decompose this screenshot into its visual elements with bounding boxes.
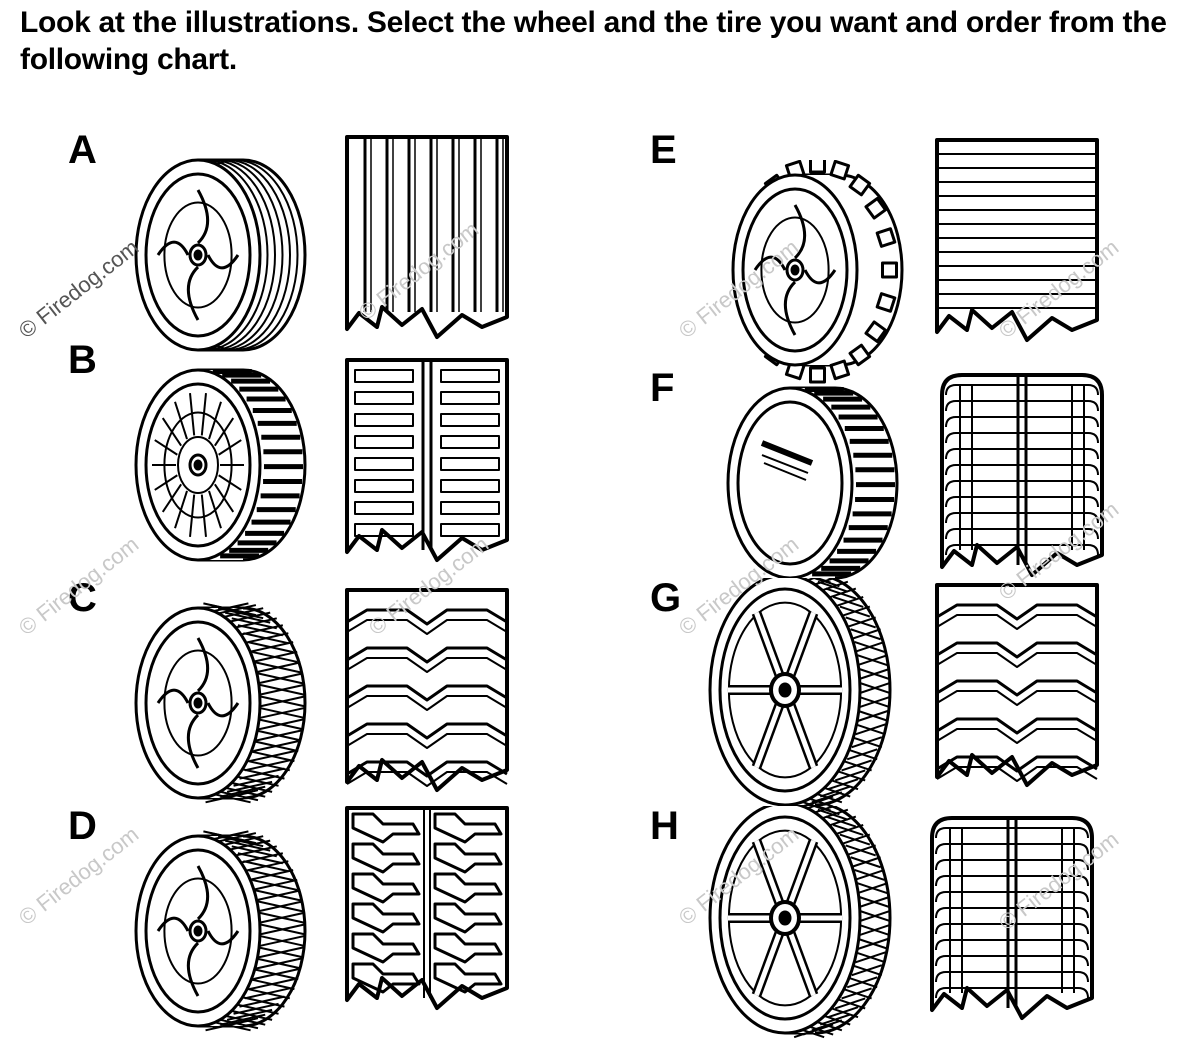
capped-lug-wheel-icon	[726, 386, 899, 580]
wheel-option-f: F	[650, 368, 1180, 583]
wrap-bar-tread-icon	[940, 373, 1104, 577]
spoked-diamond-wheel-icon	[708, 578, 892, 811]
lug-wheel-icon	[134, 368, 307, 562]
option-letter: C	[68, 576, 97, 620]
wheel-option-h: H	[650, 804, 1180, 1039]
wheel-option-a: A	[68, 128, 628, 352]
option-letter: B	[68, 338, 97, 382]
instructions-heading: Look at the illustrations. Select the wh…	[20, 6, 1167, 76]
wheel-option-b: B	[68, 338, 628, 562]
horizontal-bar-tread-icon	[935, 138, 1099, 342]
wheel-option-g: G	[650, 576, 1180, 811]
gear-tooth-wheel-icon	[731, 160, 904, 384]
ribbed-wheel-icon	[134, 158, 307, 352]
spoked-diamond-wheel-icon	[708, 806, 892, 1039]
wheel-option-c: C	[68, 576, 628, 804]
diamond-wheel-icon	[134, 602, 307, 804]
straight-rib-tread-icon	[345, 135, 509, 339]
option-letter: A	[68, 128, 97, 172]
wheel-option-d: D	[68, 804, 628, 1032]
wrap-bar-tread-icon	[930, 816, 1094, 1020]
chevron-tread-icon	[935, 583, 1099, 787]
option-letter: G	[650, 576, 682, 620]
interlock-tread-icon	[345, 806, 509, 1010]
wheel-option-e: E	[650, 128, 1180, 384]
option-letter: D	[68, 804, 97, 848]
diamond-wheel-icon	[134, 830, 307, 1032]
option-letter: E	[650, 128, 677, 172]
chevron-tread-icon	[345, 588, 509, 792]
option-letter: F	[650, 366, 675, 410]
bar-lug-tread-icon	[345, 358, 509, 562]
option-letter: H	[650, 804, 679, 848]
